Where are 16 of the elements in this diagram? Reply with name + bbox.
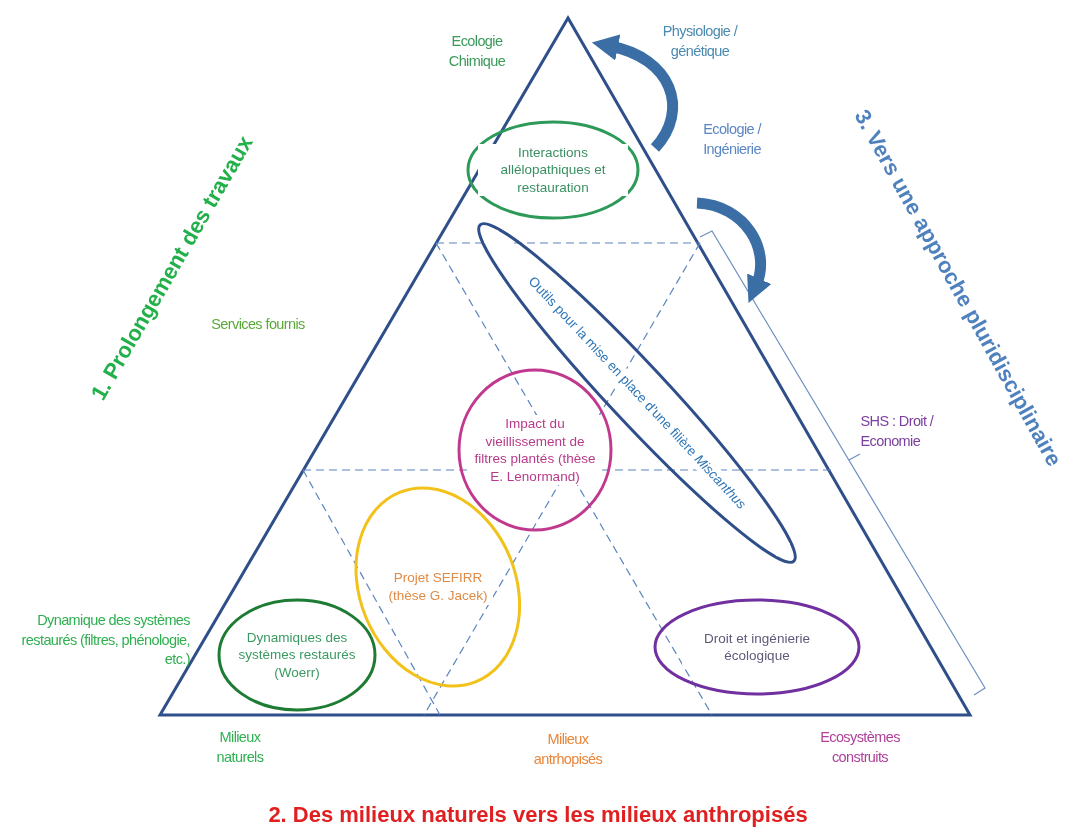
text-label: Milieux naturels	[215, 728, 265, 767]
text-label: Dynamique des systèmes restaurés (filtres, phénologie, etc.)	[20, 610, 190, 669]
node-text: Impact du vieillissement de filtres plantés (thèse E. Lenormand)	[470, 415, 600, 486]
ellipse-node	[653, 598, 861, 696]
node-text: Interactions allélopathiques et restauration	[478, 143, 628, 197]
ellipse-node	[466, 120, 640, 220]
heading: 2. Des milieux naturels vers les milieux anthropisés	[268, 801, 808, 830]
text-label: Physiologie / génétique	[661, 22, 739, 61]
text-label: Milieux antrhopisés	[532, 730, 604, 769]
text-label: Services fournis	[210, 315, 306, 335]
text-label: Ecologie / Ingénierie	[702, 120, 763, 159]
ellipse-node	[354, 486, 522, 688]
text-label: Ecologie Chimique	[447, 32, 507, 71]
text-label: SHS : Droit / Economie	[860, 412, 935, 451]
text-label: Ecosystèmes construits	[819, 728, 901, 767]
ellipse-node	[217, 598, 377, 712]
